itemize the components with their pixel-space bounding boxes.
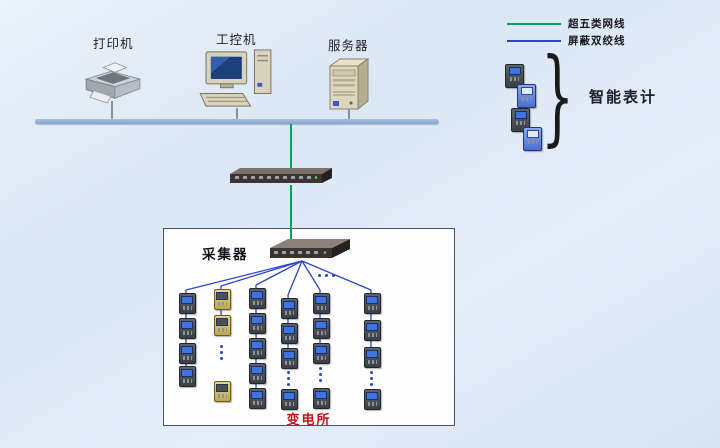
smart-meter-icon — [505, 64, 524, 88]
cat5-label: 超五类网线 — [568, 18, 626, 30]
smart-meter-icon — [517, 84, 536, 108]
meter-icon — [248, 387, 266, 409]
meter-icon — [280, 297, 298, 319]
vertical-ellipsis-dots — [318, 367, 322, 370]
server-icon — [324, 56, 372, 116]
meter-icon — [312, 292, 330, 314]
meter-icon — [213, 314, 231, 336]
network-switch-icon — [228, 166, 334, 190]
vertical-ellipsis-dots — [369, 371, 373, 374]
legend-stp: 屏蔽双绞线 — [507, 33, 626, 48]
collector-icon — [266, 236, 352, 266]
meter-icon — [363, 292, 381, 314]
meter-icon — [363, 346, 381, 368]
legend-cat5: 超五类网线 — [507, 16, 626, 31]
meter-icon — [178, 292, 196, 314]
meter-icon — [312, 342, 330, 364]
meter-icon — [178, 342, 196, 364]
stp-label: 屏蔽双绞线 — [568, 35, 626, 47]
server-label: 服务器 — [328, 38, 369, 53]
meter-icon — [363, 388, 381, 410]
printer-label: 打印机 — [93, 36, 134, 51]
smart-meter-icon — [523, 127, 542, 151]
vertical-ellipsis-dots — [286, 371, 290, 374]
smart-meter-label: 智能表计 — [589, 88, 658, 106]
meter-icon — [363, 319, 381, 341]
meter-icon — [248, 362, 266, 384]
meter-icon — [248, 337, 266, 359]
meter-icon — [280, 388, 298, 410]
meter-icon — [248, 312, 266, 334]
collector-label: 采集器 — [202, 247, 249, 263]
cat5-line-swatch — [507, 22, 561, 25]
meter-icon — [312, 387, 330, 409]
ethernet-bus-line — [35, 119, 439, 124]
meter-icon — [213, 288, 231, 310]
meter-icon — [280, 322, 298, 344]
meter-icon — [213, 380, 231, 402]
industrial-pc-icon — [198, 48, 276, 114]
meter-icon — [178, 365, 196, 387]
smart-meter-icon — [511, 108, 530, 132]
horizontal-ellipsis-dots — [318, 274, 321, 277]
substation-label: 变电所 — [286, 413, 332, 428]
meter-icon — [280, 347, 298, 369]
meter-icon — [312, 317, 330, 339]
meter-icon — [248, 287, 266, 309]
stp-line-swatch — [507, 39, 561, 42]
vertical-ellipsis-dots — [219, 345, 223, 348]
printer-icon — [82, 58, 144, 108]
industrial-pc-label: 工控机 — [216, 32, 257, 47]
meter-icon — [178, 317, 196, 339]
brace-glyph: } — [541, 35, 575, 157]
